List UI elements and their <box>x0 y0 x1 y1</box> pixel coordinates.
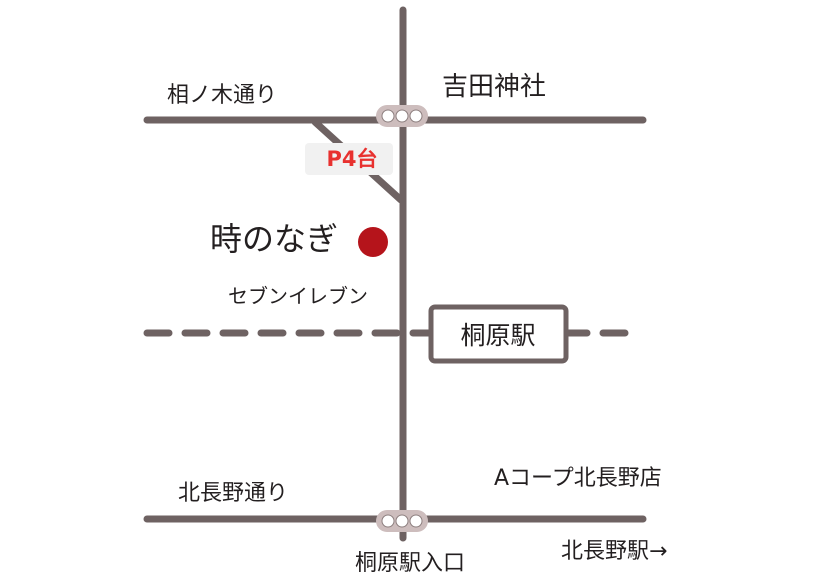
a-coop-label: Aコープ北長野店 <box>494 466 662 491</box>
traffic-light-icon <box>376 510 428 532</box>
ainoki-street-label: 相ノ木通り <box>167 83 277 108</box>
location-dot-icon <box>358 227 388 257</box>
yoshida-shrine-label: 吉田神社 <box>442 72 546 102</box>
kitanagano-street-label: 北長野通り <box>178 481 288 506</box>
destination-label: 時のなぎ <box>210 220 338 258</box>
kirihara-station-label: 桐原駅 <box>460 321 535 350</box>
parking-label-bg <box>305 143 393 175</box>
seven-eleven-label: セブンイレブン <box>228 284 368 308</box>
traffic-light-icon <box>376 105 428 127</box>
kirihara-station-box <box>428 304 569 364</box>
parking-label: P4台 <box>326 147 377 171</box>
kirihara-station-entrance-label: 桐原駅入口 <box>355 551 465 576</box>
kitanagano-station-arrow-label: 北長野駅→ <box>561 539 667 564</box>
